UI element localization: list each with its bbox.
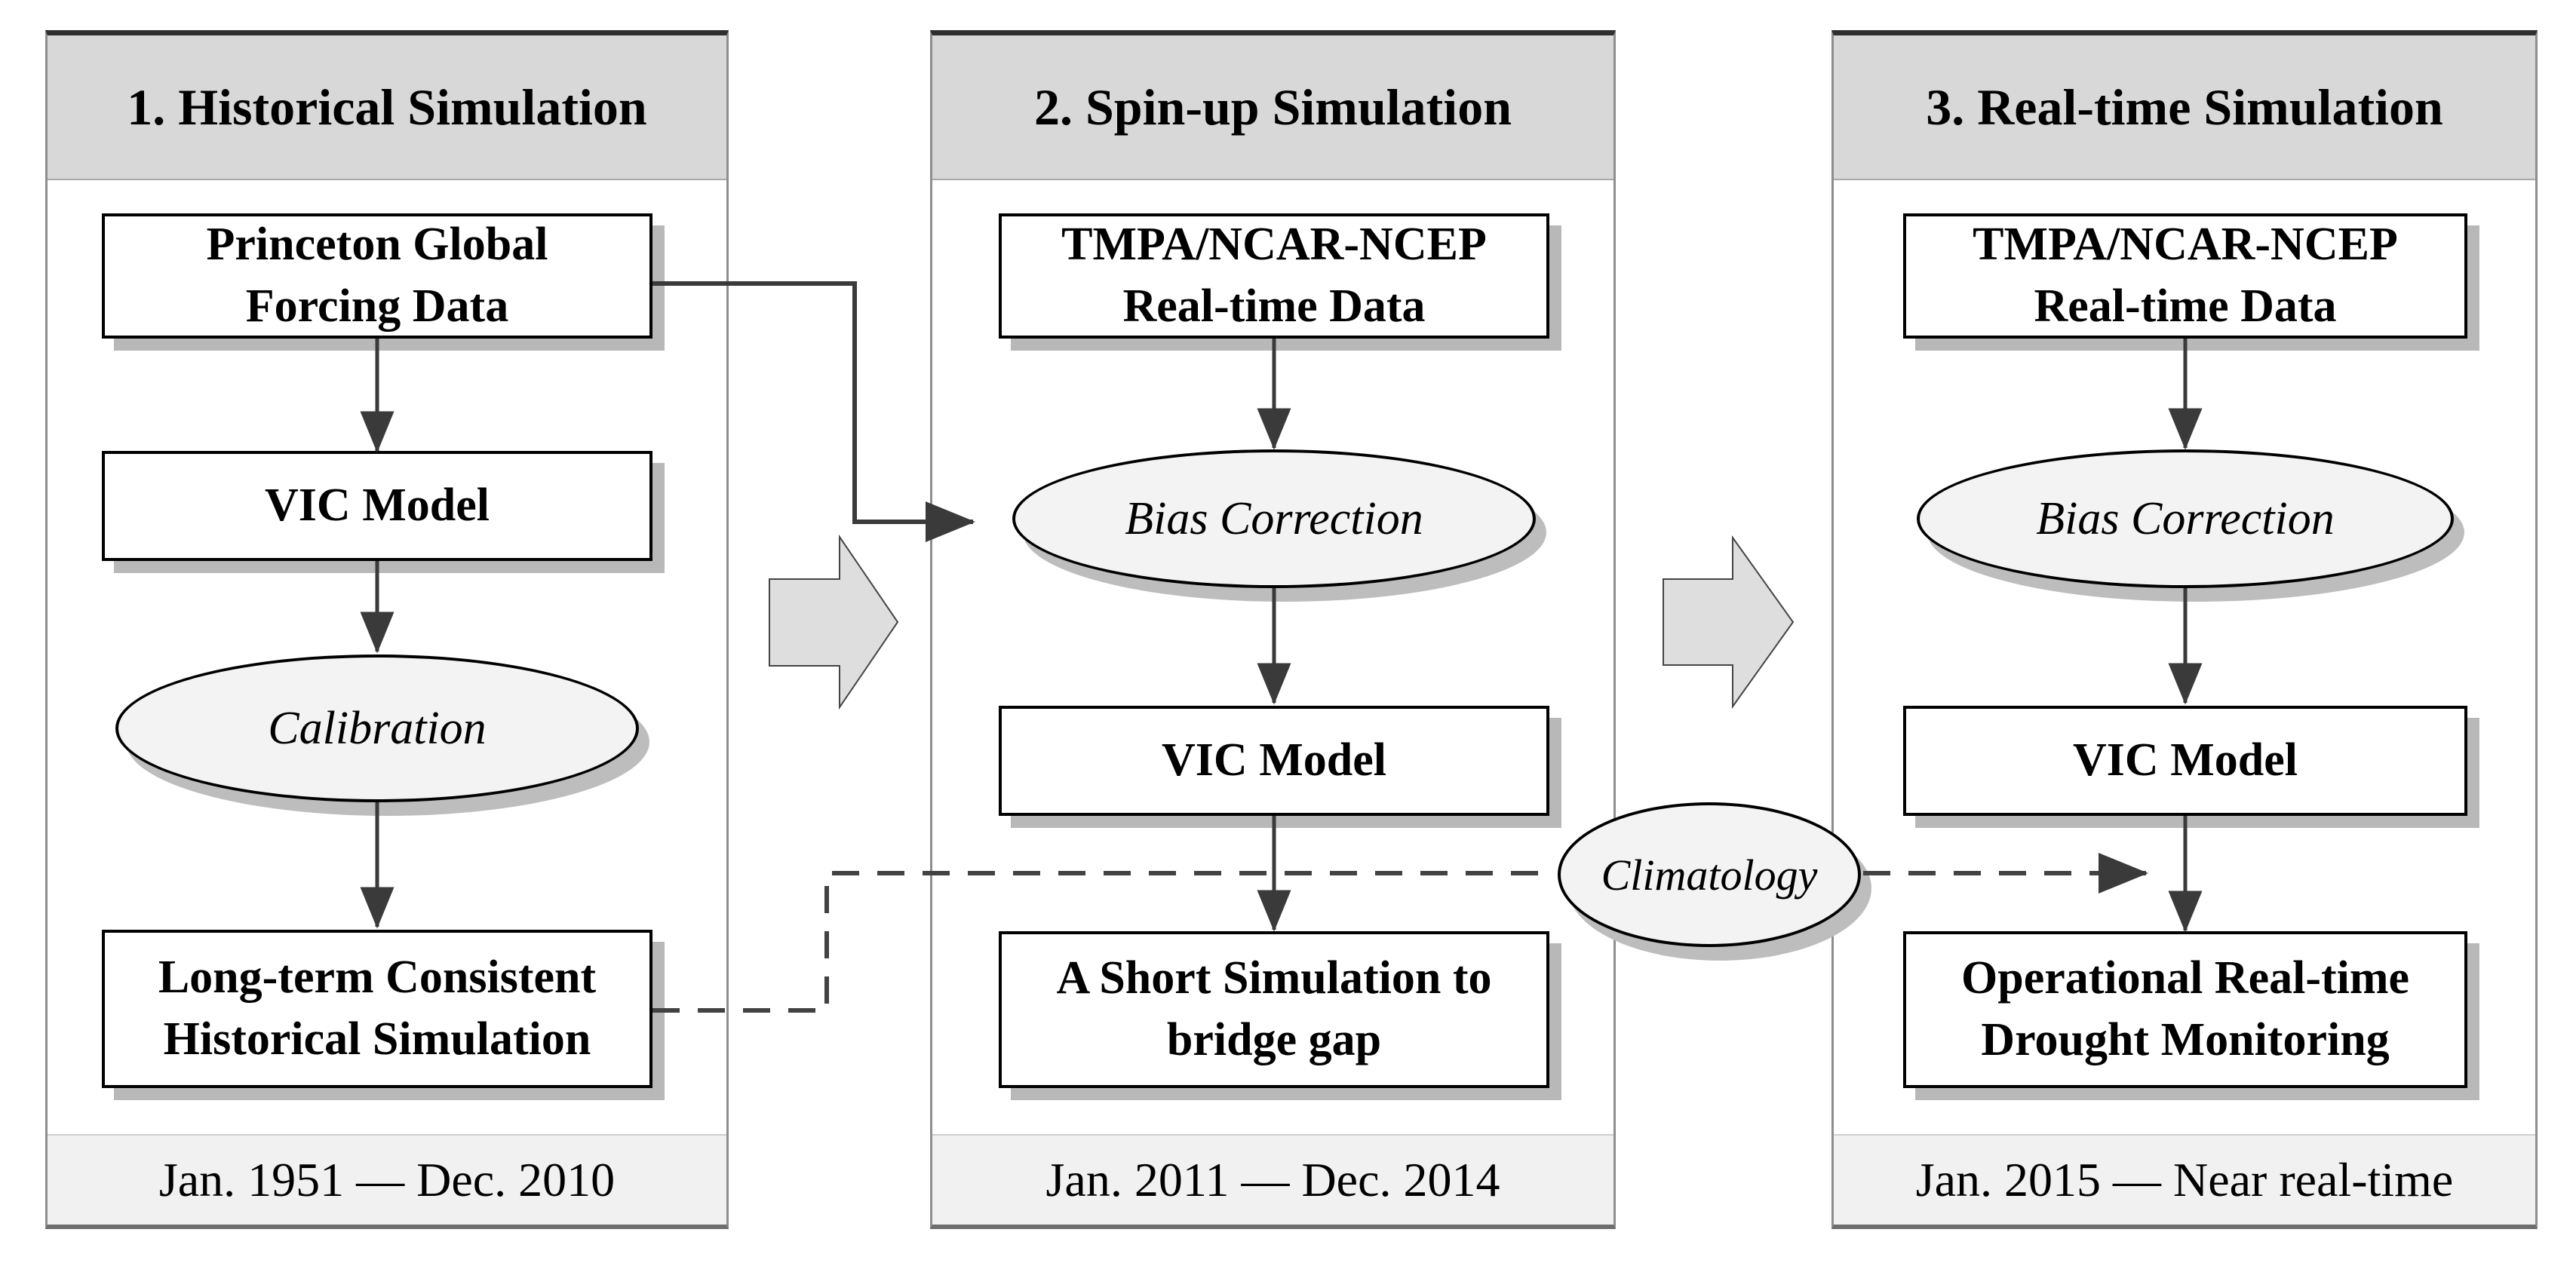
- node-operational-realtime-drought-monitoring: Operational Real-time Drought Monitoring: [1903, 931, 2467, 1088]
- node-text-line: VIC Model: [265, 480, 490, 532]
- node-text-line: VIC Model: [1162, 734, 1386, 786]
- node-text-line: Forcing Data: [245, 280, 509, 332]
- node-bias-correction-ellipse-3: Bias Correction: [1917, 449, 2454, 588]
- panel-spinup-simulation: 2. Spin-up Simulation TMPA/NCAR-NCEP Rea…: [930, 30, 1616, 1229]
- panel-1-date-range: Jan. 1951 — Dec. 2010: [158, 1153, 616, 1206]
- panel-2-title: 2. Spin-up Simulation: [1033, 78, 1512, 136]
- panel-2-date-band: Jan. 2011 — Dec. 2014: [932, 1134, 1613, 1225]
- node-princeton-global-forcing-data: Princeton Global Forcing Data: [102, 213, 652, 339]
- panel-2-date-range: Jan. 2011 — Dec. 2014: [1045, 1153, 1500, 1206]
- node-longterm-consistent-historical-simulation: Long-term Consistent Historical Simulati…: [102, 930, 652, 1088]
- node-text-line: A Short Simulation to: [1056, 952, 1492, 1004]
- panel-3-header: 3. Real-time Simulation: [1834, 35, 2535, 180]
- node-text-line: Long-term Consistent: [158, 952, 597, 1004]
- panel-3-title: 3. Real-time Simulation: [1926, 78, 2443, 136]
- node-text-line: Real-time Data: [2034, 280, 2337, 332]
- node-vic-model-3: VIC Model: [1903, 706, 2467, 816]
- node-text-line: Calibration: [268, 702, 487, 754]
- node-text-line: TMPA/NCAR-NCEP: [1061, 219, 1487, 271]
- panel-1-date-band: Jan. 1951 — Dec. 2010: [48, 1134, 726, 1225]
- block-arrow-panel1-to-panel2: [769, 534, 899, 710]
- node-text-line: Bias Correction: [1125, 492, 1423, 544]
- panel-3-date-band: Jan. 2015 — Near real-time: [1834, 1134, 2535, 1225]
- node-text-line: Historical Simulation: [163, 1013, 591, 1065]
- node-text-line: VIC Model: [2073, 734, 2298, 786]
- node-vic-model-2: VIC Model: [999, 706, 1549, 816]
- panel-3-date-range: Jan. 2015 — Near real-time: [1915, 1153, 2454, 1206]
- node-text-line: TMPA/NCAR-NCEP: [1973, 219, 2398, 271]
- node-text-line: Real-time Data: [1122, 280, 1426, 332]
- panel-historical-simulation: 1. Historical Simulation Princeton Globa…: [45, 30, 729, 1229]
- node-text-line: Drought Monitoring: [1981, 1014, 2390, 1065]
- node-text-line: Climatology: [1601, 850, 1818, 900]
- node-text-line: Bias Correction: [2036, 492, 2335, 544]
- panel-1-title: 1. Historical Simulation: [127, 78, 647, 136]
- node-climatology-ellipse: Climatology: [1558, 802, 1861, 947]
- panel-realtime-simulation: 3. Real-time Simulation TMPA/NCAR-NCEP R…: [1831, 30, 2538, 1229]
- node-vic-model-1: VIC Model: [102, 451, 652, 561]
- node-text-line: bridge gap: [1166, 1014, 1382, 1065]
- panel-2-header: 2. Spin-up Simulation: [932, 35, 1613, 180]
- panel-1-header: 1. Historical Simulation: [48, 35, 726, 180]
- node-bias-correction-ellipse-2: Bias Correction: [1012, 449, 1536, 588]
- node-tmpa-ncar-ncep-realtime-data-2: TMPA/NCAR-NCEP Real-time Data: [999, 213, 1549, 339]
- node-calibration-ellipse: Calibration: [115, 654, 639, 802]
- block-arrow-panel2-to-panel3: [1663, 535, 1795, 710]
- node-text-line: Princeton Global: [206, 219, 548, 271]
- node-text-line: Operational Real-time: [1960, 952, 2410, 1004]
- node-tmpa-ncar-ncep-realtime-data-3: TMPA/NCAR-NCEP Real-time Data: [1903, 213, 2467, 339]
- node-short-simulation-bridge-gap: A Short Simulation to bridge gap: [999, 931, 1549, 1088]
